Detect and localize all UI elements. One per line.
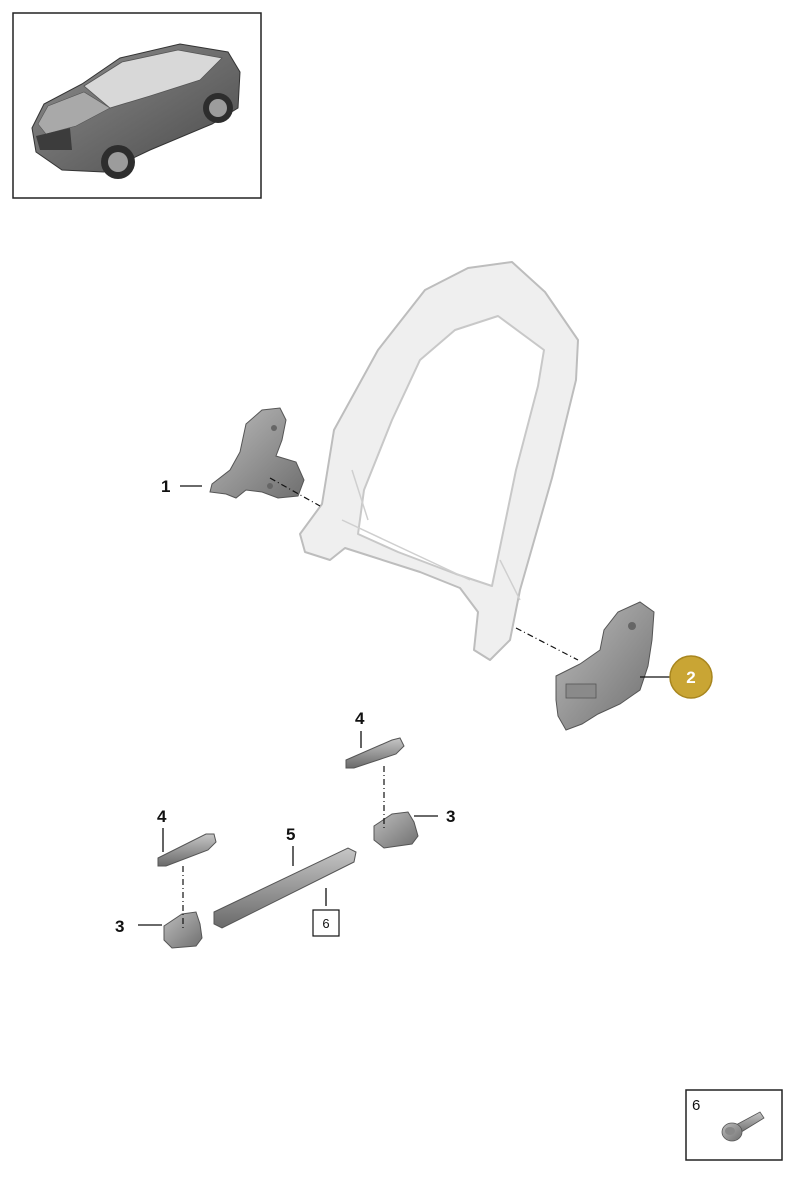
part-1-bracket	[209, 407, 305, 499]
assembly-lines	[182, 477, 579, 928]
callout-4-lower[interactable]: 4	[157, 807, 167, 826]
reference-box-6[interactable]: 6	[312, 909, 340, 937]
part-4-guide-upper	[345, 737, 405, 769]
inset-part-6[interactable]: 6	[685, 1089, 783, 1161]
callout-4-upper[interactable]: 4	[355, 709, 365, 728]
part-5-rail	[213, 847, 357, 929]
leader-lines	[138, 485, 670, 926]
callout-2[interactable]: 2	[686, 668, 695, 687]
seat-backrest-frame	[299, 261, 579, 661]
part-4-guide-lower	[157, 833, 217, 867]
callout-5[interactable]: 5	[286, 825, 295, 844]
vehicle-thumbnail	[12, 12, 262, 199]
part-3-clip-upper	[373, 811, 419, 849]
callout-2-highlight[interactable]: 2	[669, 655, 713, 699]
reference-6-label: 6	[322, 916, 329, 931]
suv-vehicle-icon	[31, 43, 241, 179]
callout-3-upper[interactable]: 3	[446, 807, 455, 826]
callout-3-lower[interactable]: 3	[115, 917, 124, 936]
part-3-clip-lower	[163, 911, 203, 949]
bolt-icon	[721, 1111, 765, 1142]
callout-1[interactable]: 1	[161, 477, 170, 496]
part-2-recliner-mechanism	[555, 601, 655, 731]
inset-label: 6	[692, 1097, 700, 1114]
